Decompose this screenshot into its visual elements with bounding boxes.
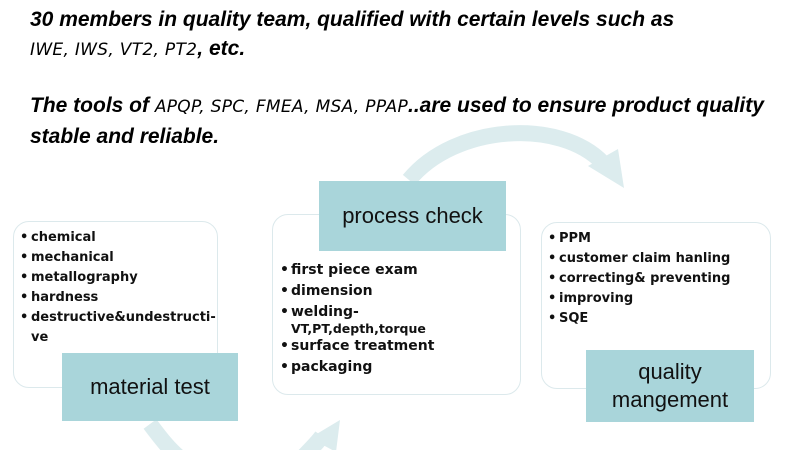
list-item: destructive&undestructi-ve: [20, 308, 216, 348]
list-item: SQE: [548, 309, 770, 329]
list-item: mechanical: [20, 248, 217, 268]
headline-tools-end: ..are used to ensure product quality sta…: [30, 94, 764, 148]
list-item: welding-VT,PT,depth,torque: [280, 302, 520, 336]
list-item: packaging: [280, 357, 520, 378]
material-test-list: chemical mechanical metallography hardne…: [14, 222, 217, 348]
quality-management-list: PPM customer claim hanling correcting& p…: [542, 223, 770, 329]
process-check-label: process check: [319, 181, 506, 251]
headline-qualifications-start: 30 members in quality team, qualified wi…: [30, 8, 675, 31]
list-item: improving: [548, 289, 770, 309]
arrow-arc-top-icon: [402, 125, 609, 186]
list-item: surface treatment: [280, 336, 520, 357]
headline-qualifications: 30 members in quality team, qualified wi…: [30, 5, 790, 65]
headline-qualifications-end: , etc.: [197, 37, 246, 60]
headline-certifications: IWE, IWS, VT2, PT2: [30, 40, 198, 60]
list-item: PPM: [548, 229, 770, 249]
list-item-text: packaging: [291, 359, 373, 375]
list-item: correcting& preventing: [548, 269, 770, 289]
headline-tools-start: The tools of: [30, 94, 155, 117]
quality-management-label: quality mangement: [586, 350, 754, 422]
arrow-arc-bottom-icon: [143, 419, 183, 450]
list-item-text: first piece exam: [291, 262, 418, 278]
list-item-text: surface treatment: [291, 338, 435, 354]
headline-tools-list: APQP, SPC, FMEA, MSA, PPAP: [154, 97, 409, 117]
arrow-head-bottom-icon: [310, 420, 340, 450]
headline-tools: The tools of APQP, SPC, FMEA, MSA, PPAP.…: [30, 91, 790, 151]
list-item: hardness: [20, 288, 217, 308]
process-check-list: first piece exam dimension welding-VT,PT…: [273, 215, 520, 378]
list-item-text: welding-: [291, 304, 359, 320]
list-item-subtext: VT,PT,depth,torque: [291, 321, 426, 336]
list-item: dimension: [280, 281, 520, 302]
list-item: chemical: [20, 228, 217, 248]
list-item: first piece exam: [280, 260, 520, 281]
list-item-text: dimension: [291, 283, 373, 299]
list-item: metallography: [20, 268, 217, 288]
material-test-label: material test: [62, 353, 238, 421]
arrow-head-top-icon: [588, 149, 624, 188]
list-item: customer claim hanling: [548, 249, 770, 269]
